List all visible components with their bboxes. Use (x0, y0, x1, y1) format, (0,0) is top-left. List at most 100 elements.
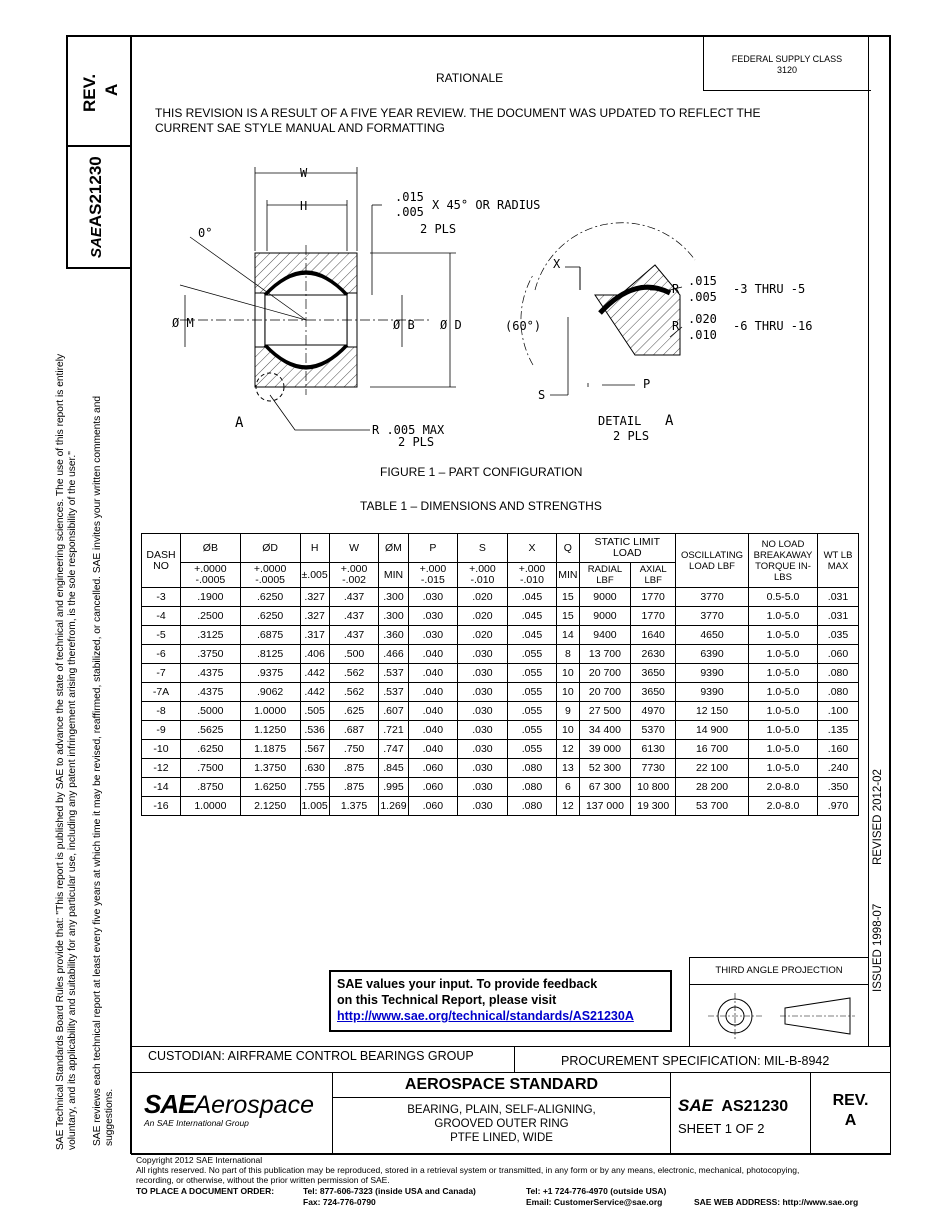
table-cell: 1.0-5.0 (748, 663, 818, 683)
table-cell: .8125 (239, 644, 301, 664)
projection-label: THIRD ANGLE PROJECTION (715, 965, 843, 976)
table-cell: .040 (407, 739, 459, 759)
table-cell: .030 (457, 644, 508, 664)
table-cell: .040 (407, 682, 459, 702)
table-cell: .031 (817, 606, 859, 626)
label-x: X (553, 257, 561, 271)
table-cell: 6130 (630, 739, 676, 759)
table-cell: 1.1875 (239, 739, 301, 759)
header-x: X (506, 533, 558, 563)
header-q: Q (556, 533, 580, 563)
table-cell: .327 (299, 606, 330, 626)
table-cell: 53 700 (675, 796, 749, 816)
desc-line-2: GROOVED OUTER RING (434, 1118, 569, 1130)
footer-tel-2: Tel: +1 724-776-4970 (outside USA) (526, 1186, 667, 1196)
header-p: P (407, 533, 459, 563)
margin-line-4: suggestions. (104, 1088, 115, 1146)
tol-b: +.0000 -.0005 (180, 562, 241, 588)
table-cell: 1.6250 (239, 777, 301, 797)
table-cell: 27 500 (578, 701, 632, 721)
label-rmax-pls: 2 PLS (398, 435, 434, 449)
table-cell: 1.269 (378, 796, 409, 816)
doc-sae-mark: SAE (678, 1096, 713, 1115)
table-cell: .055 (506, 682, 558, 702)
table-cell: .437 (328, 587, 380, 607)
table-cell: 2630 (630, 644, 676, 664)
table-cell: .7500 (180, 758, 241, 778)
table-cell: 34 400 (578, 720, 632, 740)
projection-symbol-icon (708, 993, 855, 1039)
table-cell: 16 700 (675, 739, 749, 759)
third-angle-projection-box: THIRD ANGLE PROJECTION (689, 957, 869, 1047)
label-r2-bot: .010 (688, 328, 717, 342)
table-cell: .300 (378, 587, 409, 607)
tol-w: +.000 -.002 (328, 562, 380, 588)
table-cell: .020 (457, 606, 508, 626)
table-cell: -4 (141, 606, 181, 626)
table-cell: 2.0-8.0 (748, 796, 818, 816)
header-axial: AXIAL LBF (630, 562, 676, 588)
fsc-box-bottom (703, 90, 871, 91)
doc-number-block: SAE AS21230 (678, 1096, 788, 1116)
header-w: W (328, 533, 380, 563)
table-cell: .030 (457, 663, 508, 683)
table-cell: .080 (506, 758, 558, 778)
table-cell: .020 (457, 625, 508, 645)
table-cell: .045 (506, 587, 558, 607)
table-cell: .035 (817, 625, 859, 645)
table-cell: 9390 (675, 663, 749, 683)
feedback-link[interactable]: http://www.sae.org/technical/standards/A… (337, 1009, 634, 1023)
table-cell: 2.1250 (239, 796, 301, 816)
table-cell: .5000 (180, 701, 241, 721)
desc-line-3: PTFE LINED, WIDE (450, 1132, 553, 1144)
custodian-text: CUSTODIAN: AIRFRAME CONTROL BEARINGS GRO… (148, 1049, 474, 1063)
part-configuration-figure: W H 0° .015 .005 X 45° OR RADIUS 2 PLS Ø… (172, 166, 812, 449)
table-cell: .6875 (239, 625, 301, 645)
table-cell: -3 (141, 587, 181, 607)
label-r1-top: .015 (688, 274, 717, 288)
label-detail-pls: 2 PLS (613, 429, 649, 443)
aerospace-standard-title: AEROSPACE STANDARD (404, 1076, 599, 1093)
table-cell: .875 (328, 777, 380, 797)
table-cell: 14 900 (675, 720, 749, 740)
table-cell: .060 (407, 796, 459, 816)
table-cell: 1.0000 (239, 701, 301, 721)
table-cell: 67 300 (578, 777, 632, 797)
table-cell: 2.0-8.0 (748, 777, 818, 797)
footer-email: Email: CustomerService@sae.org (526, 1197, 663, 1207)
tol-d: +.0000 -.0005 (239, 562, 301, 588)
table-cell: 13 (556, 758, 580, 778)
table-cell: 3770 (675, 606, 749, 626)
table-cell: .030 (457, 758, 508, 778)
frame-right-inner (868, 35, 869, 1046)
revised-date: REVISED 2012-02 (872, 769, 884, 865)
table-cell: .060 (407, 777, 459, 797)
table-cell: -7A (141, 682, 181, 702)
table-cell: .040 (407, 644, 459, 664)
title-divider-2 (670, 1072, 671, 1155)
table-cell: .4375 (180, 663, 241, 683)
table-cell: .030 (407, 606, 459, 626)
table-cell: .040 (407, 720, 459, 740)
label-a: A (235, 415, 244, 431)
table-cell: .562 (328, 682, 380, 702)
table-cell: 19 300 (630, 796, 676, 816)
table-cell: .4375 (180, 682, 241, 702)
label-zero-deg: 0° (198, 226, 212, 240)
dimensions-table: DASH NO ØB ØD H W ØM P S X Q STATIC LIMI… (141, 533, 859, 816)
table-cell: 0.5-5.0 (748, 587, 818, 607)
header-h: H (299, 533, 330, 563)
footer-rights-1: All rights reserved. No part of this pub… (136, 1165, 800, 1175)
title-rev-value: A (844, 1112, 857, 1129)
table-cell: .995 (378, 777, 409, 797)
label-rmax: R .005 MAX (372, 423, 445, 437)
header-b: ØB (180, 533, 241, 563)
table-cell: .687 (328, 720, 380, 740)
title-divider-3 (810, 1072, 811, 1155)
table-cell: 9390 (675, 682, 749, 702)
table-cell: 12 (556, 739, 580, 759)
